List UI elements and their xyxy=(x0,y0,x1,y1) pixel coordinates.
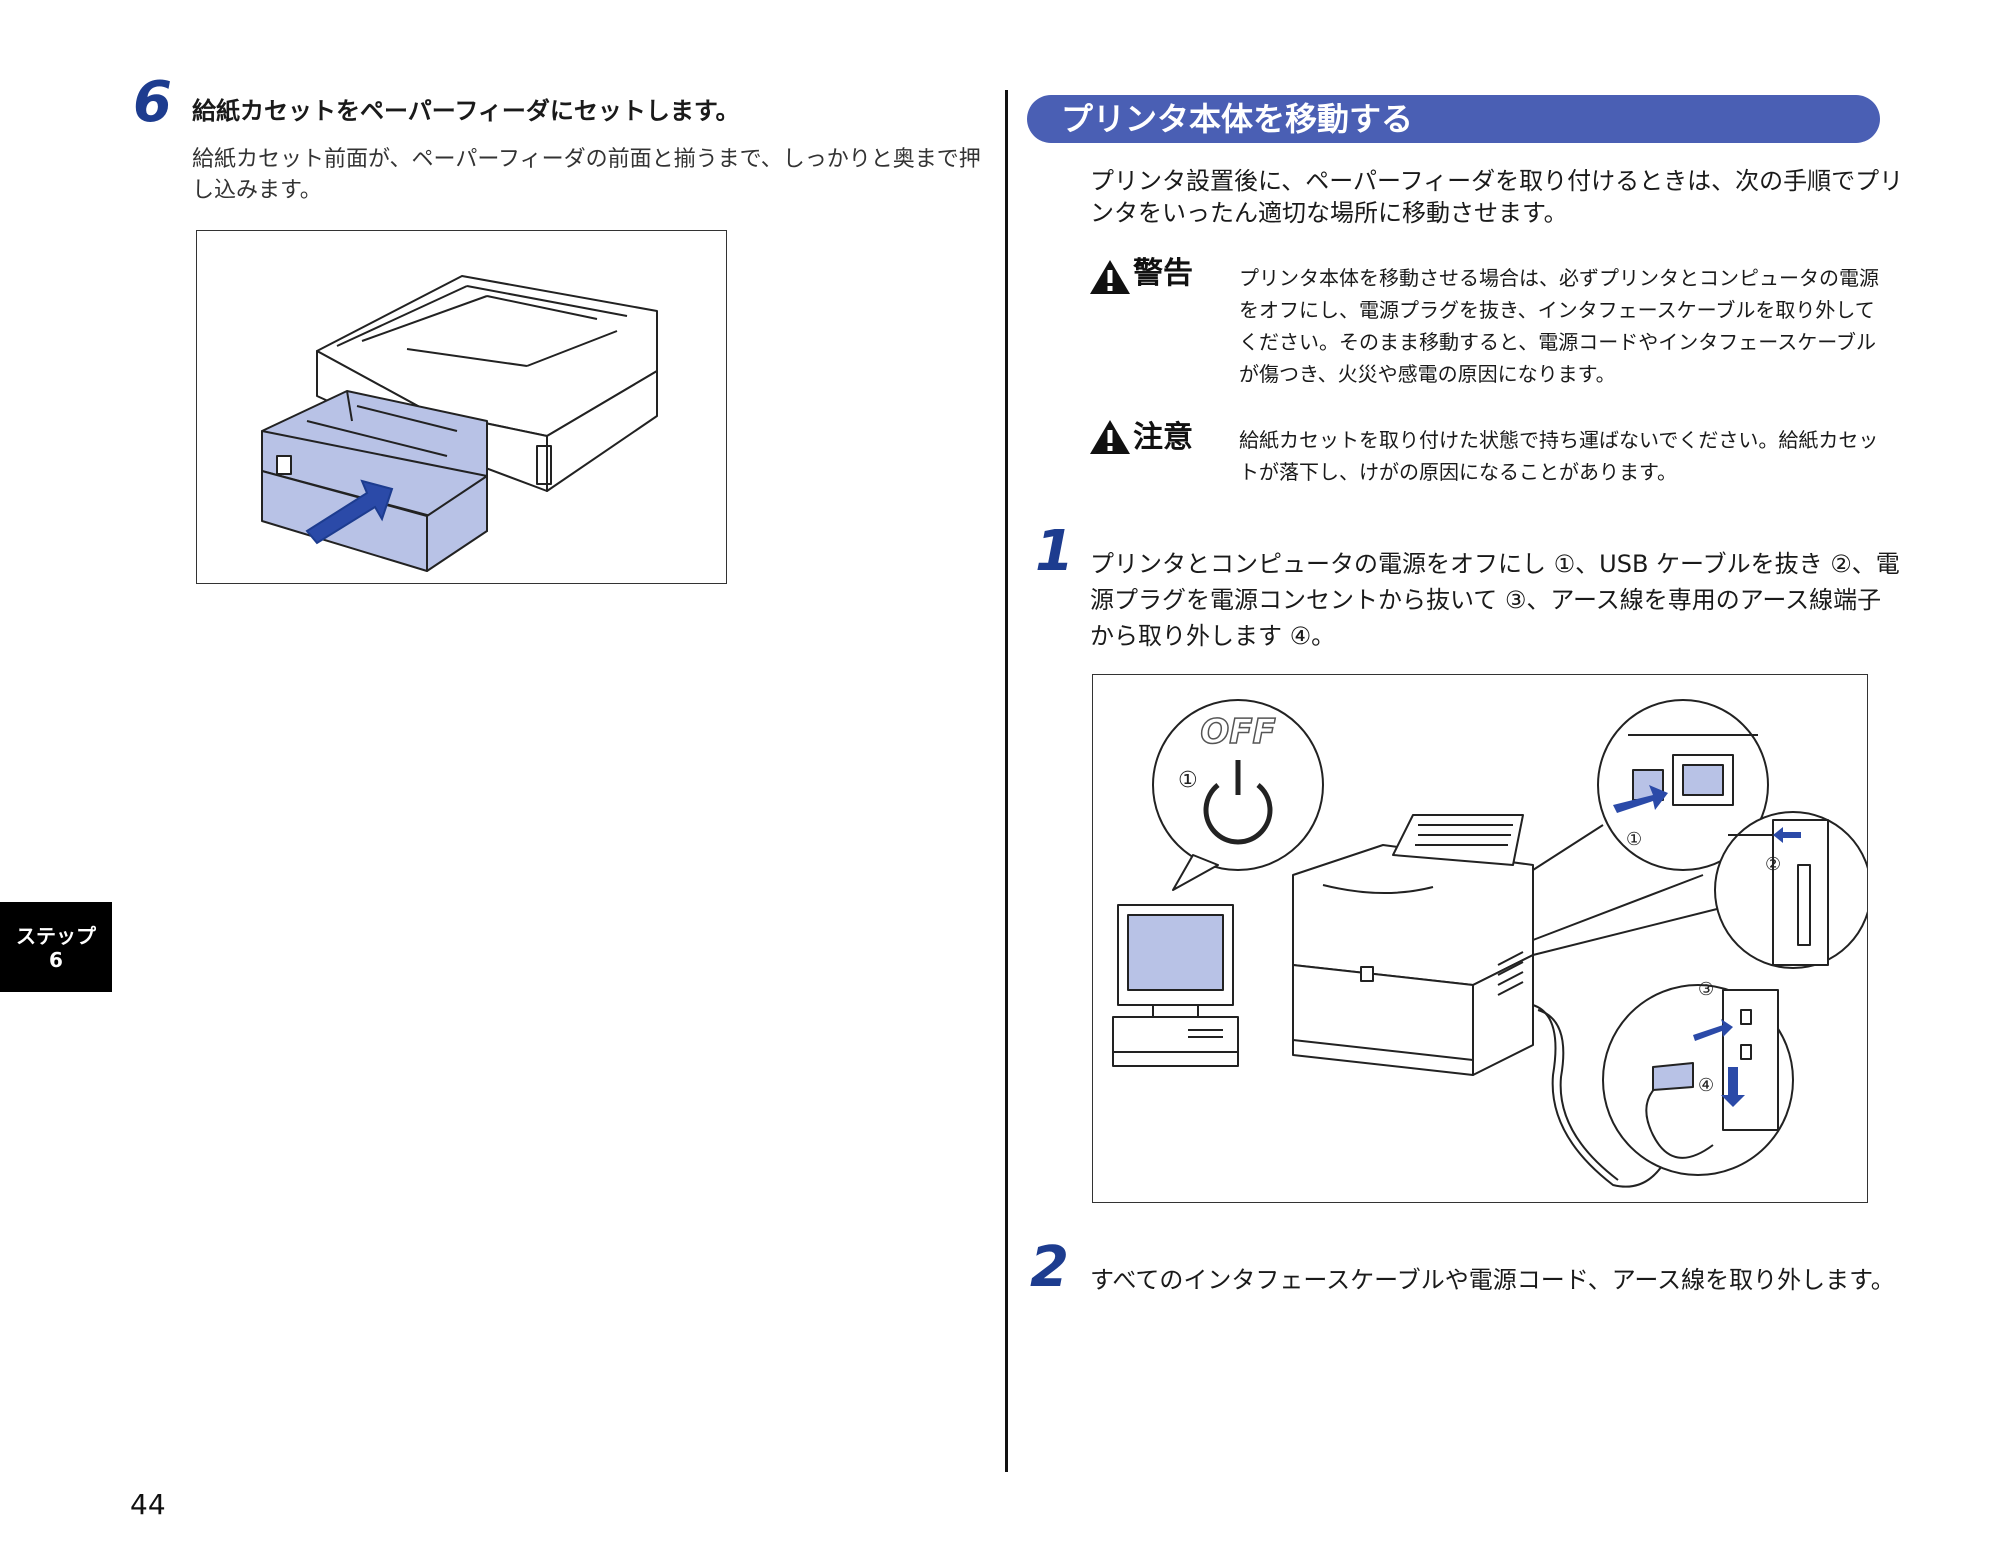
warning-text-line: ください。そのまま移動すると、電源コードやインタフェースケーブル xyxy=(1239,330,1876,354)
printer-disconnect-illustration: OFF ① ① ② ③ ④ xyxy=(1092,674,1872,1203)
step-text-line: プリンタとコンピュータの電源をオフにし ①、USB ケーブルを抜き ②、電 xyxy=(1090,550,1900,578)
warning-label: 警告 xyxy=(1133,256,1193,291)
printer-disconnect-drawing: OFF ① ① ② ③ ④ xyxy=(1112,699,1872,1188)
step-text-line: から取り外します ④。 xyxy=(1090,622,1336,650)
warning-text-line: をオフにし、電源プラグを抜き、インタフェースケーブルを取り外して xyxy=(1239,298,1875,322)
callout-number: ② xyxy=(1765,854,1781,875)
paper-feeder-illustration xyxy=(196,230,727,584)
callout-number: ③ xyxy=(1698,979,1714,1000)
callout-number: ④ xyxy=(1698,1075,1714,1096)
intro-line: ンタをいったん適切な場所に移動させます。 xyxy=(1090,199,1568,227)
intro-line: プリンタ設置後に、ペーパーフィーダを取り付けるときは、次の手順でプリ xyxy=(1090,167,1904,195)
step-title: 給紙カセットをペーパーフィーダにセットします。 xyxy=(192,97,740,125)
step-number: 1 xyxy=(1035,519,1074,584)
off-label: OFF xyxy=(1200,712,1275,752)
step-title: すべてのインタフェースケーブルや電源コード、アース線を取り外します。 xyxy=(1090,1266,1895,1294)
chapter-tab-label: ステップ xyxy=(16,924,96,948)
caution-text-line: 給紙カセットを取り付けた状態で持ち運ばないでください。給紙カセッ xyxy=(1239,428,1879,452)
step-number: 2 xyxy=(1030,1235,1069,1300)
section-title: プリンタ本体を移動する xyxy=(1027,95,1880,143)
column-divider xyxy=(1005,90,1008,1472)
warning-text-line: プリンタ本体を移動させる場合は、必ずプリンタとコンピュータの電源 xyxy=(1239,266,1879,290)
paper-feeder-drawing xyxy=(261,275,658,572)
warning-icon xyxy=(1090,260,1130,294)
chapter-tab-number: 6 xyxy=(49,948,63,972)
callout-number: ① xyxy=(1626,829,1642,850)
step-number: 6 xyxy=(133,70,172,135)
callout-number: ① xyxy=(1178,768,1198,793)
warning-text-line: が傷つき、火災や感電の原因になります。 xyxy=(1239,362,1616,386)
caution-label: 注意 xyxy=(1133,420,1193,455)
step-description-line: し込みます。 xyxy=(192,178,322,203)
page-number: 44 xyxy=(130,1488,166,1521)
step-text-line: 源プラグを電源コンセントから抜いて ③、アース線を専用のアース線端子 xyxy=(1090,586,1882,614)
caution-text-line: トが落下し、けがの原因になることがあります。 xyxy=(1239,460,1677,484)
chapter-tab: ステップ 6 xyxy=(0,902,112,992)
step-description-line: 給紙カセット前面が、ペーパーフィーダの前面と揃うまで、しっかりと奥まで押 xyxy=(192,147,981,172)
caution-icon xyxy=(1090,420,1130,454)
